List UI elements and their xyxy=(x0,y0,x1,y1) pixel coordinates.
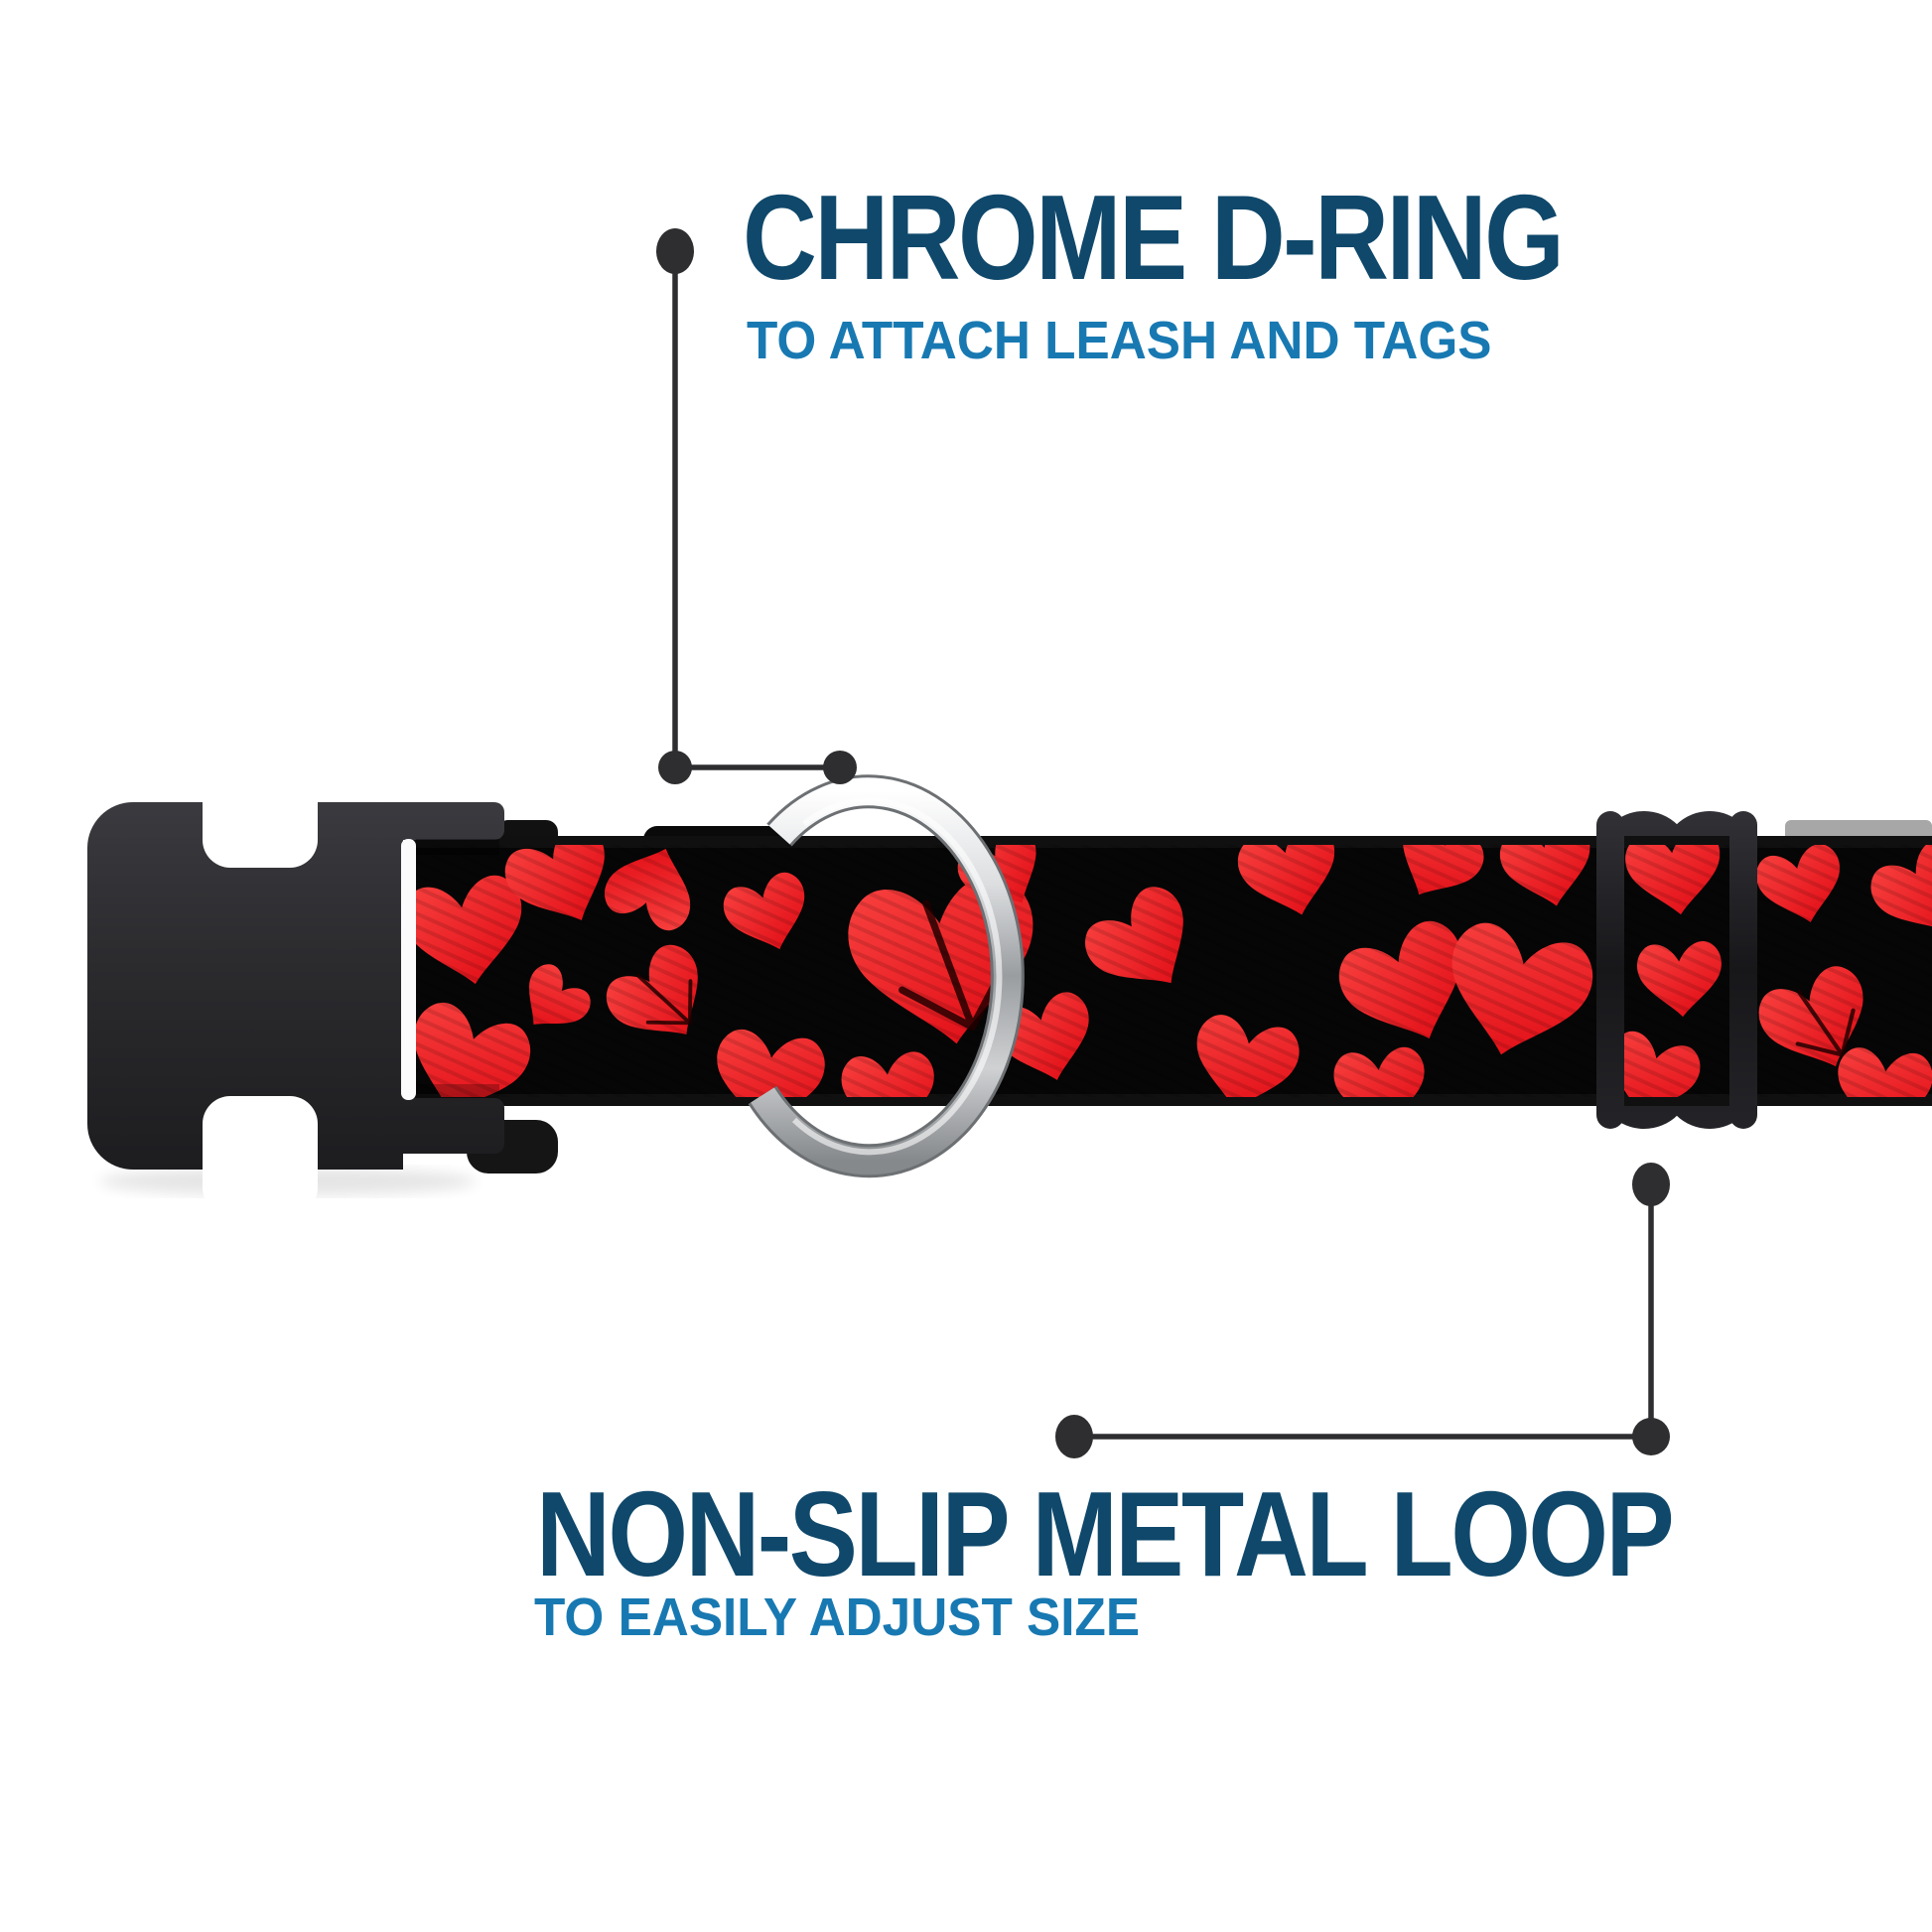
slider-front-bars xyxy=(1596,811,1757,1129)
bottom-callout-dot-end xyxy=(1055,1415,1093,1458)
top-callout-dot-end xyxy=(823,751,857,784)
d-ring-body xyxy=(751,777,1023,1175)
buckle-window-shade-top xyxy=(416,839,499,855)
buckle-body xyxy=(87,802,338,1170)
bottom-callout-title: NON-SLIP METAL LOOP xyxy=(536,1466,1675,1601)
buckle-notch-bottom xyxy=(203,1096,318,1215)
buckle-bottom-bar xyxy=(377,1098,504,1154)
buckle-window-shade-bottom xyxy=(416,1084,499,1098)
top-callout-dot-elbow xyxy=(658,751,692,784)
buckle xyxy=(87,755,504,1215)
top-callout-title: CHROME D-RING xyxy=(743,170,1565,305)
buckle-slit xyxy=(401,839,416,1100)
bottom-callout-subtitle: TO EASILY ADJUST SIZE xyxy=(534,1587,1141,1647)
buckle-top-bar xyxy=(377,802,504,840)
bottom-callout-dot-start xyxy=(1632,1163,1670,1206)
buckle-notch-top xyxy=(203,755,318,868)
top-callout-line xyxy=(656,228,857,784)
d-ring-highlight xyxy=(791,797,1003,1156)
d-ring xyxy=(748,774,1026,1178)
webbing-band xyxy=(413,836,1932,1106)
weave-texture xyxy=(413,845,1932,1097)
top-callout-dot-start xyxy=(656,228,694,274)
bottom-callout-line xyxy=(1055,1163,1670,1458)
top-callout-subtitle: TO ATTACH LEASH AND TAGS xyxy=(747,311,1492,370)
bottom-callout-dot-elbow xyxy=(1632,1418,1670,1455)
